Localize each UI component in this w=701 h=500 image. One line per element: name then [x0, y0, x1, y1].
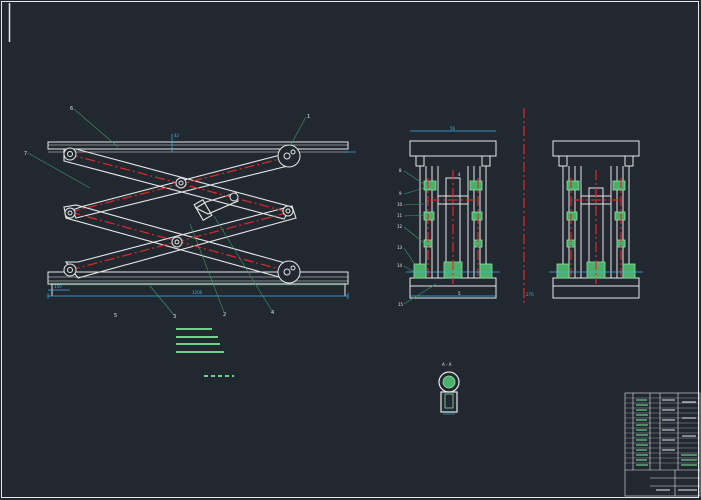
callout-2: 2 [223, 312, 226, 318]
scissor-arms [63, 148, 297, 281]
callout-3: 3 [173, 314, 176, 320]
callout-9: 9 [399, 191, 402, 196]
callout-13: 13 [397, 245, 403, 250]
bom-white-marks [656, 399, 697, 491]
side-view-left: 56 270 4 5 8 9 10 11 12 13 14 15 [397, 126, 534, 307]
dim-side-top: 56 [450, 126, 456, 131]
bom-rows [625, 397, 700, 464]
callout-4: 4 [271, 310, 274, 316]
section-mark-4: 4 [458, 172, 461, 177]
section-a-a: A - A [438, 362, 460, 415]
callout-7: 7 [24, 151, 27, 157]
pivot-pins [63, 144, 301, 284]
front-dimensions [47, 134, 356, 299]
top-platform [47, 141, 349, 153]
callout-10: 10 [397, 202, 403, 207]
callout-5: 5 [114, 313, 117, 319]
front-view: 1200 150 42 6 1 7 2 3 4 5 [24, 106, 356, 320]
callout-6: 6 [70, 106, 73, 112]
dim-left-offset: 150 [54, 284, 62, 289]
dim-side-bottom: 270 [526, 292, 534, 297]
section-mark-5: 5 [458, 291, 461, 296]
bom-text-marks [636, 399, 697, 466]
front-centerlines [67, 153, 293, 273]
front-leaders [27, 108, 307, 316]
section-label: A - A [442, 362, 452, 367]
side-view-right [549, 140, 643, 299]
callout-8: 8 [399, 168, 402, 173]
callout-15: 15 [398, 302, 404, 307]
callout-12: 12 [397, 224, 403, 229]
callout-11: 11 [397, 213, 403, 218]
base-hatch [50, 282, 346, 286]
callout-1: 1 [307, 114, 310, 120]
callout-14: 14 [397, 263, 403, 268]
technical-notes [176, 328, 234, 377]
dim-platform-thickness: 42 [174, 133, 180, 138]
title-block [624, 392, 701, 497]
dim-overall-width: 1200 [192, 290, 203, 295]
